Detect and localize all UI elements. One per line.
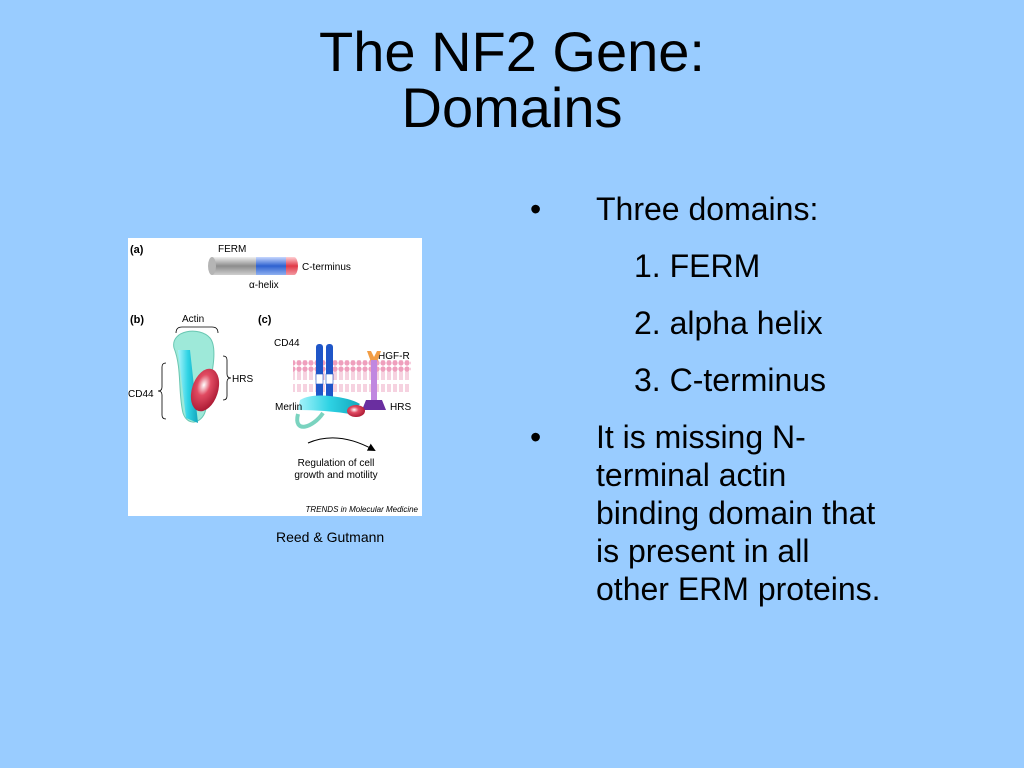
- bullet-dot: •: [530, 191, 542, 227]
- cd44-bracket: [157, 362, 167, 420]
- bullet-item-2-line-4: is present in all: [596, 533, 810, 569]
- cd44-receptor: [315, 344, 334, 400]
- slide-title: The NF2 Gene: Domains: [0, 24, 1024, 136]
- figure-footer: TRENDS in Molecular Medicine: [306, 505, 419, 514]
- bullet-dot: •: [530, 419, 542, 455]
- bullet-item-2-line-2: terminal actin: [596, 457, 787, 493]
- merlin-rod-diagram: [208, 257, 298, 275]
- merlin-open-form: [295, 395, 365, 429]
- ferm-label: FERM: [218, 244, 246, 255]
- bullet-item-2-line-1: It is missing N-: [596, 419, 806, 455]
- regulation-line-1: Regulation of cell: [298, 458, 375, 469]
- ferm-segment: [212, 257, 256, 275]
- panel-c-label: (c): [258, 314, 272, 326]
- alpha-helix-label: α-helix: [249, 280, 279, 291]
- hrs-bracket: [222, 355, 232, 401]
- sub-item-1: 1. FERM: [634, 248, 761, 284]
- title-line-1: The NF2 Gene:: [319, 20, 705, 83]
- bullet-item-2-line-3: binding domain that: [596, 495, 876, 531]
- panel-a-label: (a): [130, 244, 144, 256]
- actin-bracket: [175, 326, 219, 334]
- cd44-label-c: CD44: [274, 338, 300, 349]
- cd44-label-b: CD44: [128, 389, 154, 400]
- ferm-segment-end: [208, 257, 216, 275]
- bullet-item-2: • It is missing N- terminal actin bindin…: [530, 418, 1000, 608]
- membrane-bilayer: [293, 360, 411, 392]
- merlin-closed-form: [173, 330, 220, 423]
- c-terminus-label: C-terminus: [302, 262, 351, 273]
- regulation-arrow: [307, 437, 376, 451]
- bullet-item-2-line-5: other ERM proteins.: [596, 571, 881, 607]
- title-line-2: Domains: [401, 76, 623, 139]
- hgf-receptor: [362, 351, 386, 410]
- hrs-label-b: HRS: [232, 374, 253, 385]
- c-terminus-end: [290, 257, 298, 275]
- hgf-r-label: HGF-R: [378, 351, 410, 362]
- figure-caption: Reed & Gutmann: [276, 529, 385, 545]
- panel-b-label: (b): [130, 314, 144, 326]
- merlin-label: Merlin: [275, 402, 302, 413]
- bullet-item-1-text: Three domains:: [596, 191, 819, 227]
- bullet-list: • Three domains: 1. FERM 2. alpha helix …: [530, 190, 1000, 627]
- alpha-helix-segment: [256, 257, 286, 275]
- bullet-item-1: • Three domains:: [530, 190, 1000, 228]
- nf2-domain-figure: (a) FERM C-terminus α-helix (b) Actin HR…: [128, 238, 422, 516]
- actin-label: Actin: [182, 314, 204, 325]
- regulation-line-2: growth and motility: [294, 470, 377, 481]
- c-terminal-oval: [190, 368, 220, 412]
- sub-item-3: 3. C-terminus: [634, 362, 827, 398]
- sub-item-2: 2. alpha helix: [634, 305, 823, 341]
- hrs-label-c: HRS: [390, 402, 411, 413]
- figure-svg: (a) FERM C-terminus α-helix (b) Actin HR…: [128, 244, 419, 514]
